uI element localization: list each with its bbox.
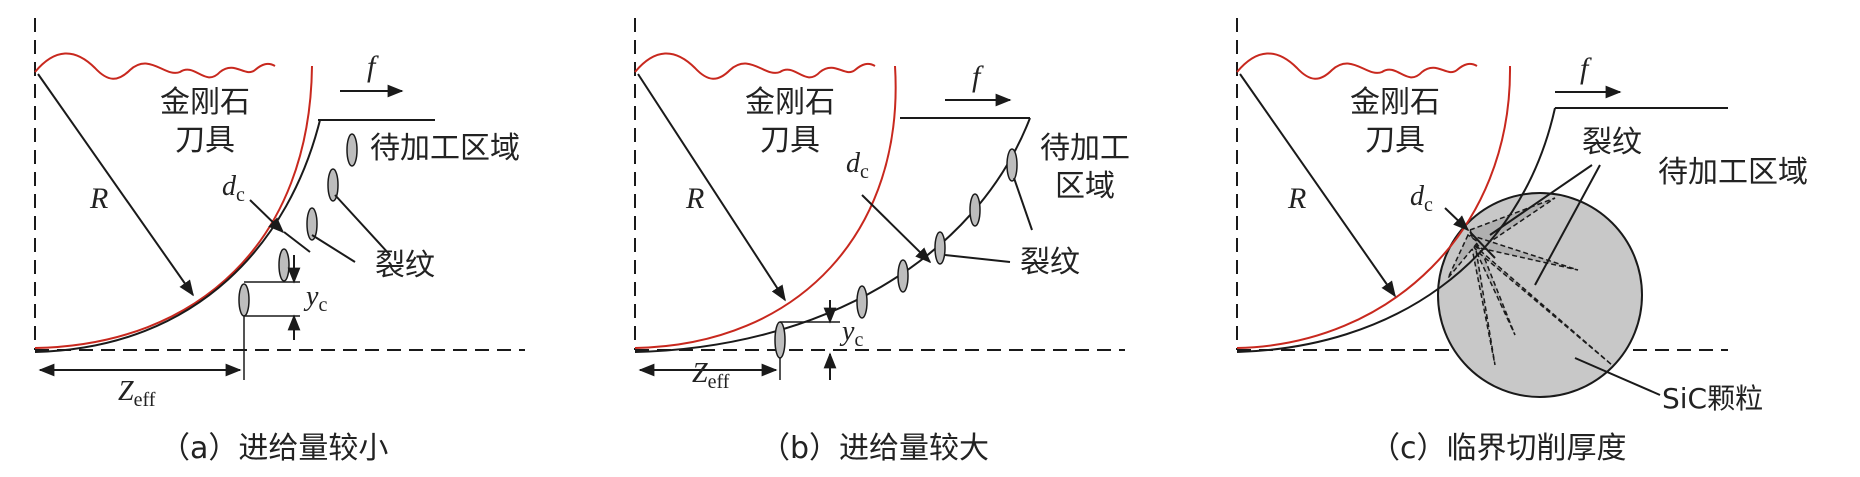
crack-leader <box>1534 164 1601 286</box>
tool-label-line1: 金刚石 <box>160 85 250 120</box>
crack-leader <box>944 254 1011 263</box>
dc-arrow <box>861 194 932 264</box>
radius-arrow <box>37 73 194 297</box>
tool-top-wavy <box>1236 52 1478 80</box>
crack-leader <box>334 194 391 256</box>
tool-label-line2: 刀具 <box>1365 123 1425 158</box>
crack-label: 裂纹 <box>375 248 435 283</box>
workpiece-surface <box>34 119 321 353</box>
dc-label: dc <box>222 171 245 206</box>
caption-a: （a）进给量较小 <box>160 431 388 466</box>
region-label: 待加工区域 <box>1658 155 1808 190</box>
radius-label: R <box>89 182 108 215</box>
radius-label: R <box>1287 182 1306 215</box>
crack-wedges <box>1447 197 1613 366</box>
dc-arrow <box>249 199 285 234</box>
crack-leader <box>1013 177 1033 231</box>
tool-label-line1: 金刚石 <box>745 85 835 120</box>
region-label-line1: 待加工 <box>1040 131 1130 166</box>
particle-label: SiC颗粒 <box>1662 382 1763 415</box>
feed-label: f <box>972 60 984 93</box>
caption-b: （b）进给量较大 <box>760 431 989 466</box>
dc-arrow <box>1444 207 1470 232</box>
dc-tick <box>1469 231 1496 259</box>
workpiece-surface <box>1236 107 1556 353</box>
dc-label: dc <box>846 148 869 183</box>
tool-edge <box>634 65 897 349</box>
tool-label-line2: 刀具 <box>760 123 820 158</box>
region-label: 待加工区域 <box>370 131 520 166</box>
workpiece-surface <box>634 117 1031 353</box>
dc-label: dc <box>1410 181 1433 216</box>
crack-label: 裂纹 <box>1020 245 1080 280</box>
dc-tick <box>283 231 311 253</box>
tool-label-line1: 金刚石 <box>1350 85 1440 120</box>
radius-label: R <box>685 182 704 215</box>
feed-label: f <box>367 50 379 83</box>
tool-edge <box>34 65 313 349</box>
tool-top-wavy <box>634 52 876 80</box>
tool-label-line2: 刀具 <box>175 123 235 158</box>
caption-c: （c）临界切削厚度 <box>1370 431 1627 466</box>
tool-edge <box>1236 65 1512 349</box>
radius-arrow <box>1239 73 1396 298</box>
panel-b: 金刚石 刀具 f R dc yc Zeff 待加工 区域 裂纹 （b）进给量较大 <box>634 18 1130 466</box>
tool-top-wavy <box>34 52 276 80</box>
panel-a: 金刚石 刀具 f R dc yc Zeff 待加工区域 裂纹 （a）进给量较小 <box>34 18 525 466</box>
crack-label: 裂纹 <box>1582 125 1642 160</box>
crack-leader <box>311 234 356 263</box>
feed-label: f <box>1580 52 1592 85</box>
region-label-line2: 区域 <box>1055 169 1115 204</box>
yc-label: yc <box>303 281 327 316</box>
zeff-label: Zeff <box>692 358 730 393</box>
yc-label: yc <box>839 316 863 351</box>
radius-arrow <box>637 73 786 302</box>
panel-c: 金刚石 刀具 f R dc 裂纹 待加工区域 SiC颗粒 （c）临界切削厚度 <box>1236 18 1808 466</box>
sic-particle <box>1437 192 1643 398</box>
particle-leader <box>1574 357 1661 396</box>
crack-ellipses <box>774 148 1018 359</box>
zeff-label: Zeff <box>118 376 156 411</box>
crack-ellipses <box>238 133 358 317</box>
crack-leader <box>1489 164 1593 236</box>
